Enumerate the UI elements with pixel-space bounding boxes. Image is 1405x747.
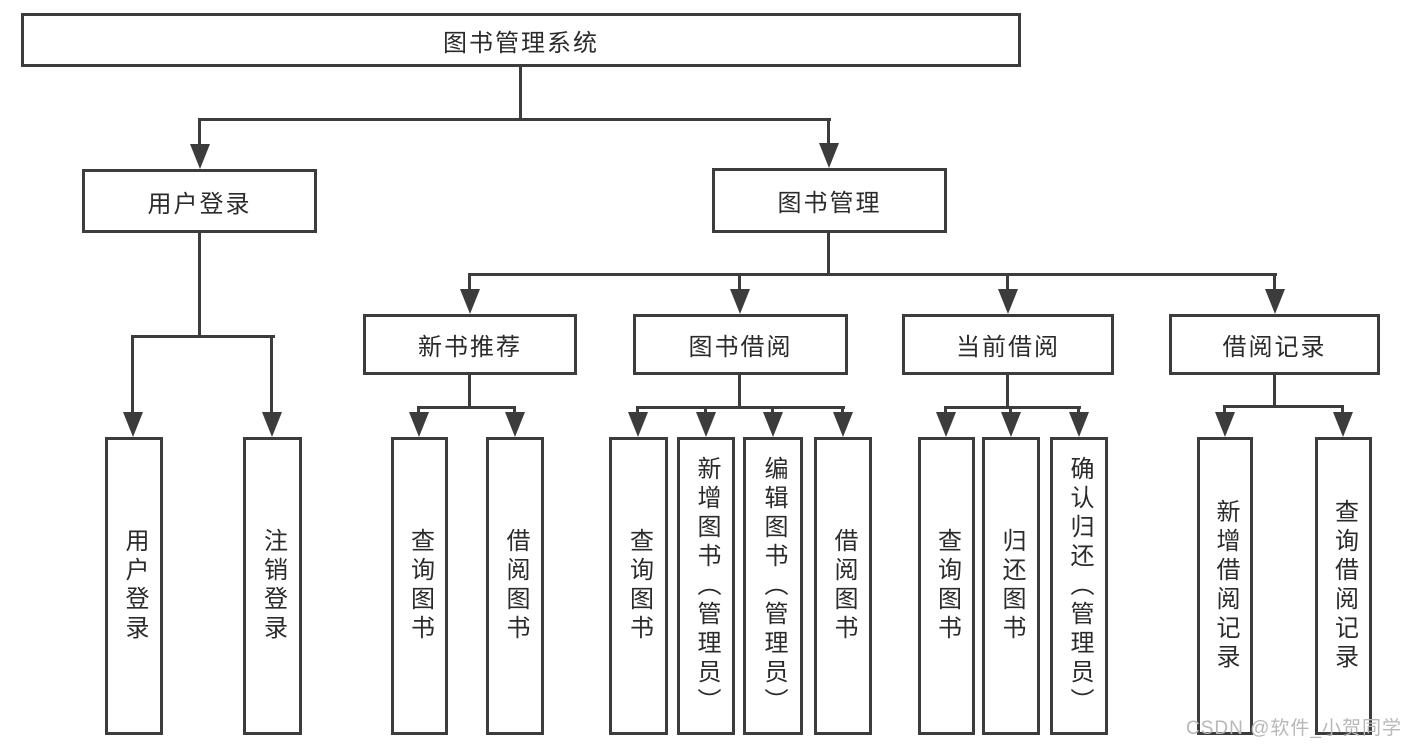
node-leaf-query-books-2-label: 查询图书	[625, 528, 653, 644]
connector-stub-query-books-2	[636, 406, 639, 415]
node-root: 图书管理系统	[21, 13, 1021, 67]
arrowhead-edit-book-icon	[763, 412, 783, 437]
connector-stub-edit-book	[771, 406, 774, 415]
arrowhead-leaf-logout-icon	[262, 412, 282, 437]
node-book-management: 图书管理	[712, 168, 947, 233]
node-leaf-borrow-books-2: 借阅图书	[814, 437, 872, 735]
connector-stub-current-borrowing	[1006, 273, 1009, 292]
node-root-label: 图书管理系统	[443, 29, 599, 57]
connector-stub-confirm-return	[1077, 406, 1080, 415]
connector-stub-book-borrowing	[738, 273, 741, 292]
connector-records-rail	[1223, 405, 1344, 408]
connector-borrowing-stem	[738, 375, 741, 409]
connector-stub-borrowing-records	[1273, 273, 1276, 292]
node-leaf-add-record: 新增借阅记录	[1197, 437, 1253, 735]
node-leaf-query-books-1: 查询图书	[391, 437, 448, 735]
arrowhead-query-books-2-icon	[628, 412, 648, 437]
node-user-login-label: 用户登录	[147, 190, 252, 218]
connector-current-stem	[1006, 375, 1009, 409]
node-leaf-borrow-books-1: 借阅图书	[486, 437, 544, 735]
node-leaf-query-books-3-label: 查询图书	[933, 528, 961, 644]
arrowhead-confirm-return-icon	[1069, 412, 1089, 437]
node-leaf-user-login: 用户登录	[105, 437, 163, 735]
node-leaf-borrow-books-1-label: 借阅图书	[502, 528, 529, 644]
node-current-borrowing-label: 当前借阅	[956, 334, 1060, 361]
connector-newrec-rail	[417, 406, 516, 409]
connector-stub-query-books-3	[944, 406, 947, 415]
node-leaf-query-record-label: 查询借阅记录	[1330, 499, 1358, 673]
arrowhead-borrow-books-1-icon	[505, 412, 525, 437]
arrowhead-book-borrowing-icon	[730, 289, 750, 314]
connector-current-rail	[944, 406, 1081, 409]
connector-stub-query-books-1	[417, 406, 420, 415]
connector-bookmgmt-stem	[827, 233, 830, 276]
connector-root-rail	[198, 118, 831, 121]
connector-borrowing-rail	[636, 406, 845, 409]
connector-records-stem	[1273, 375, 1276, 408]
node-leaf-confirm-return: 确认归还（管理员）	[1050, 437, 1108, 735]
arrowhead-return-book-icon	[1001, 412, 1021, 437]
node-leaf-query-books-3: 查询图书	[918, 437, 975, 735]
node-book-borrowing-label: 图书借阅	[688, 334, 793, 361]
node-leaf-confirm-return-label: 确认归还（管理员）	[1066, 455, 1093, 717]
node-current-borrowing: 当前借阅	[902, 314, 1114, 375]
connector-stub-add-book	[704, 406, 707, 415]
arrowhead-borrow-books-2-icon	[833, 412, 853, 437]
node-leaf-query-record: 查询借阅记录	[1315, 437, 1372, 735]
arrowhead-add-record-icon	[1215, 412, 1235, 437]
connector-newrec-stem	[468, 375, 471, 409]
csdn-watermark: CSDN @软件_小贺同学	[1186, 718, 1402, 739]
node-leaf-add-book-label: 新增图书（管理员）	[693, 455, 720, 717]
connector-root-stem	[519, 67, 522, 121]
node-leaf-logout: 注销登录	[243, 437, 302, 735]
connector-userlogin-rail	[131, 335, 275, 338]
arrowhead-book-management-icon	[819, 143, 839, 168]
node-leaf-user-login-label: 用户登录	[121, 528, 148, 644]
arrowhead-user-login-icon	[190, 144, 210, 169]
connector-stub-leaf-logout	[270, 335, 273, 414]
node-user-login: 用户登录	[82, 169, 317, 233]
arrowhead-add-book-icon	[696, 412, 716, 437]
arrowhead-current-borrowing-icon	[998, 289, 1018, 314]
node-borrowing-records-label: 借阅记录	[1222, 334, 1327, 361]
arrowhead-query-books-3-icon	[936, 412, 956, 437]
node-leaf-edit-book-label: 编辑图书（管理员）	[760, 455, 787, 717]
node-leaf-return-book: 归还图书	[982, 437, 1040, 735]
arrowhead-new-book-recommend-icon	[460, 289, 480, 314]
node-leaf-logout-label: 注销登录	[259, 528, 287, 644]
connector-stub-user-login	[198, 118, 201, 145]
node-new-book-recommend-label: 新书推荐	[418, 334, 522, 361]
connector-stub-new-book-recommend	[468, 273, 471, 292]
connector-bookmgmt-rail	[468, 273, 1277, 276]
arrowhead-query-record-icon	[1333, 412, 1353, 437]
node-leaf-add-record-label: 新增借阅记录	[1212, 499, 1239, 673]
connector-stub-borrow-books-2	[841, 406, 844, 415]
arrowhead-leaf-user-login-icon	[123, 412, 143, 437]
node-leaf-query-books-2: 查询图书	[609, 437, 668, 735]
node-leaf-query-books-1-label: 查询图书	[406, 528, 434, 644]
node-leaf-borrow-books-2-label: 借阅图书	[830, 528, 857, 644]
connector-stub-book-management	[827, 118, 830, 144]
arrowhead-query-books-1-icon	[409, 412, 429, 437]
connector-stub-borrow-books-1	[513, 406, 516, 415]
node-leaf-return-book-label: 归还图书	[998, 528, 1025, 644]
node-book-borrowing: 图书借阅	[633, 314, 848, 375]
arrowhead-borrowing-records-icon	[1265, 289, 1285, 314]
node-borrowing-records: 借阅记录	[1169, 314, 1380, 375]
node-leaf-add-book: 新增图书（管理员）	[677, 437, 735, 735]
node-book-management-label: 图书管理	[777, 190, 882, 217]
connector-stub-query-record	[1341, 405, 1344, 415]
connector-stub-leaf-user-login	[131, 335, 134, 414]
node-leaf-edit-book: 编辑图书（管理员）	[743, 437, 803, 735]
connector-stub-return-book	[1009, 406, 1012, 415]
connector-stub-add-record	[1223, 405, 1226, 415]
node-new-book-recommend: 新书推荐	[363, 314, 577, 375]
connector-userlogin-stem	[198, 233, 201, 337]
